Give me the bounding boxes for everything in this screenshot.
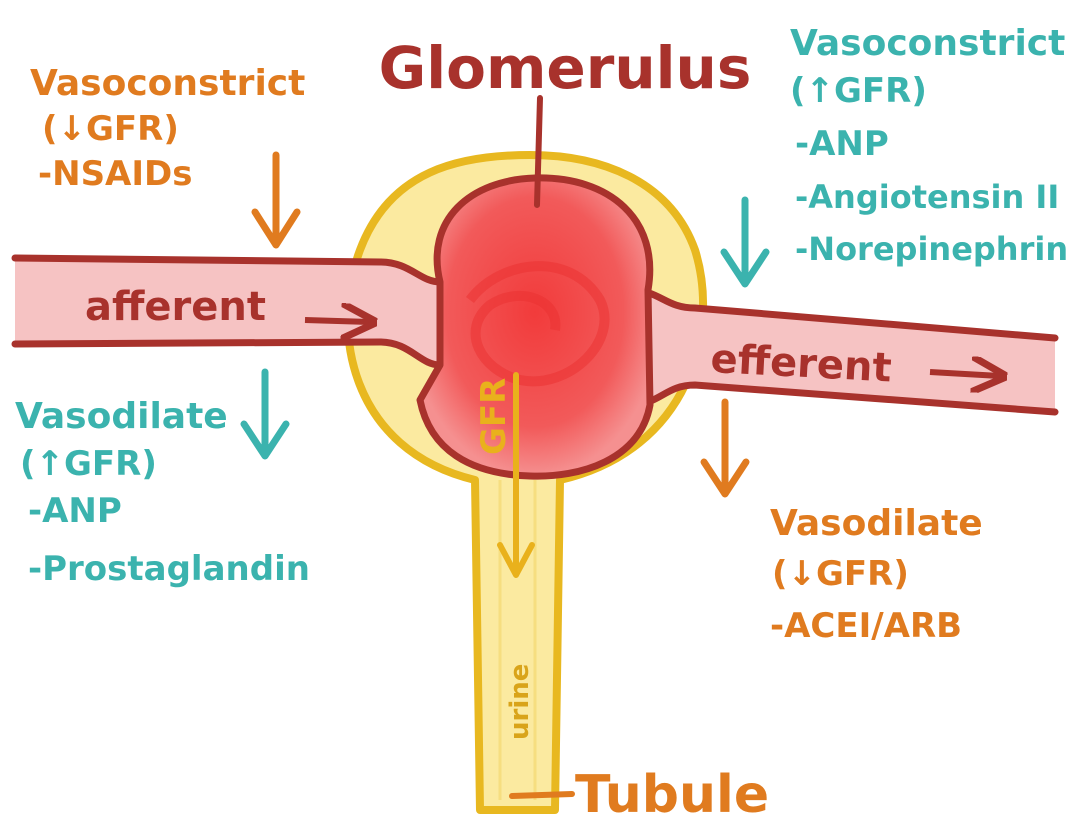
annotation-heading: Vasoconstrict (30, 63, 305, 104)
title-pointer-line (537, 98, 540, 205)
annotation-item: -Angiotensin II (795, 178, 1059, 216)
annotation-item: -Prostaglandin (28, 549, 310, 589)
annotation-item: -NSAIDs (38, 154, 192, 194)
afferent-flow-arrow (305, 320, 370, 322)
annotation-heading: Vasodilate (15, 396, 228, 437)
annotation-effect: (↓GFR) (772, 554, 909, 594)
arrow-top-right (724, 200, 766, 284)
arrow-bottom-right (704, 402, 746, 494)
arrow-bottom-left (244, 372, 286, 456)
annotation-item: -ACEI/ARB (770, 606, 962, 646)
afferent-label: afferent (85, 284, 266, 330)
annotation-item: -Norepinephrin (795, 230, 1068, 268)
annotation-effect: (↑GFR) (790, 71, 927, 111)
glomerulus-tuft (420, 178, 650, 476)
annotation-heading: Vasodilate (770, 503, 983, 544)
annotation-top-right: Vasoconstrict (↑GFR) -ANP -Angiotensin I… (790, 23, 1068, 268)
efferent-label: efferent (709, 336, 892, 391)
tubule-pointer-line (512, 794, 572, 796)
annotation-bottom-right: Vasodilate (↓GFR) -ACEI/ARB (770, 503, 983, 646)
annotation-item: -ANP (795, 124, 889, 164)
urine-label: urine (505, 664, 535, 740)
annotation-heading: Vasoconstrict (790, 23, 1065, 64)
annotation-effect: (↓GFR) (42, 109, 179, 149)
annotation-top-left: Vasoconstrict (↓GFR) -NSAIDs (30, 63, 305, 194)
annotation-item: -ANP (28, 491, 122, 531)
annotation-effect: (↑GFR) (20, 444, 157, 484)
diagram-title: Glomerulus (379, 34, 752, 102)
gfr-label: GFR (474, 378, 514, 455)
arrow-top-left (255, 155, 297, 245)
efferent-flow-arrow (930, 372, 1000, 376)
tubule-label: Tubule (575, 765, 769, 825)
